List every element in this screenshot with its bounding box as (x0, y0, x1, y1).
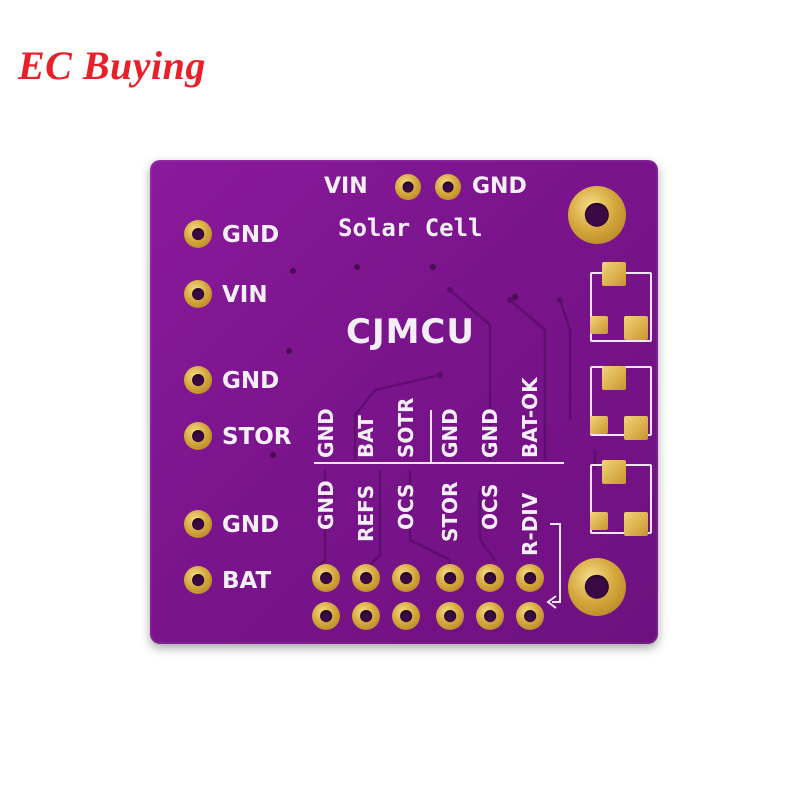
arrow-icon (546, 523, 561, 609)
header-bottom-label-4: STOR (438, 481, 462, 542)
header-pad-1-2 (352, 564, 380, 592)
header-pad-1-1 (312, 564, 340, 592)
smd-pad-1c (590, 316, 608, 334)
left-pin-5-label: GND (222, 512, 280, 538)
header-top-label-5: GND (478, 408, 502, 458)
left-pin-2-label: VIN (222, 282, 268, 308)
smd-pad-2b (624, 416, 648, 440)
header-pad-2-3 (392, 602, 420, 630)
header-pad-2-1 (312, 602, 340, 630)
smd-pad-3c (590, 512, 608, 530)
header-bottom-label-5: OCS (478, 483, 502, 530)
header-top-label-2: BAT (354, 415, 378, 458)
header-pad-1-4 (436, 564, 464, 592)
smd-pad-3a (602, 460, 626, 484)
board-logo: CJMCU (346, 312, 475, 352)
header-bottom-label-3: OCS (394, 483, 418, 530)
via (290, 268, 296, 274)
left-pin-6-label: BAT (222, 568, 272, 594)
mounting-hole-bottom (568, 558, 626, 616)
pcb-traces (314, 287, 597, 571)
left-pin-6-pad (184, 566, 212, 594)
header-vertical-divider (430, 410, 432, 464)
header-pad-1-5 (476, 564, 504, 592)
via (512, 294, 518, 300)
left-pin-4-pad (184, 422, 212, 450)
header-pad-2-5 (476, 602, 504, 630)
brand-watermark: EC Buying (18, 43, 206, 88)
smd-pad-1b (624, 316, 648, 340)
header-bottom-label-1: GND (314, 480, 338, 530)
header-top-label-3: SOTR (394, 397, 418, 458)
header-bottom-label-2: REFS (354, 484, 378, 542)
header-pad-2-4 (436, 602, 464, 630)
header-pad-1-6 (516, 564, 544, 592)
header-pad-1-3 (392, 564, 420, 592)
pcb-board: VIN GND Solar Cell GND VIN GND STOR GND … (150, 160, 658, 644)
left-pin-4-label: STOR (222, 424, 292, 450)
via (430, 264, 436, 270)
left-pin-2-pad (184, 280, 212, 308)
solar-vin-label: VIN (324, 174, 368, 199)
smd-pad-3b (624, 512, 648, 536)
mounting-hole-top (568, 186, 626, 244)
via (354, 264, 360, 270)
via (270, 452, 276, 458)
header-pad-2-2 (352, 602, 380, 630)
header-top-label-6: BAT-OK (518, 377, 542, 458)
via (286, 348, 292, 354)
left-pin-3-pad (184, 366, 212, 394)
left-pin-3-label: GND (222, 368, 280, 394)
solar-gnd-pad (435, 174, 461, 200)
solar-vin-pad (395, 174, 421, 200)
smd-pad-2c (590, 416, 608, 434)
solar-cell-caption: Solar Cell (338, 214, 483, 242)
header-bottom-label-6: R-DIV (518, 492, 542, 556)
header-top-label-4: GND (438, 408, 462, 458)
header-pad-2-6 (516, 602, 544, 630)
header-top-label-1: GND (314, 408, 338, 458)
solar-gnd-label: GND (472, 174, 527, 199)
left-pin-1-label: GND (222, 222, 280, 248)
header-divider (314, 462, 564, 464)
smd-pad-1a (602, 262, 626, 286)
left-pin-5-pad (184, 510, 212, 538)
smd-pad-2a (602, 366, 626, 390)
left-pin-1-pad (184, 220, 212, 248)
